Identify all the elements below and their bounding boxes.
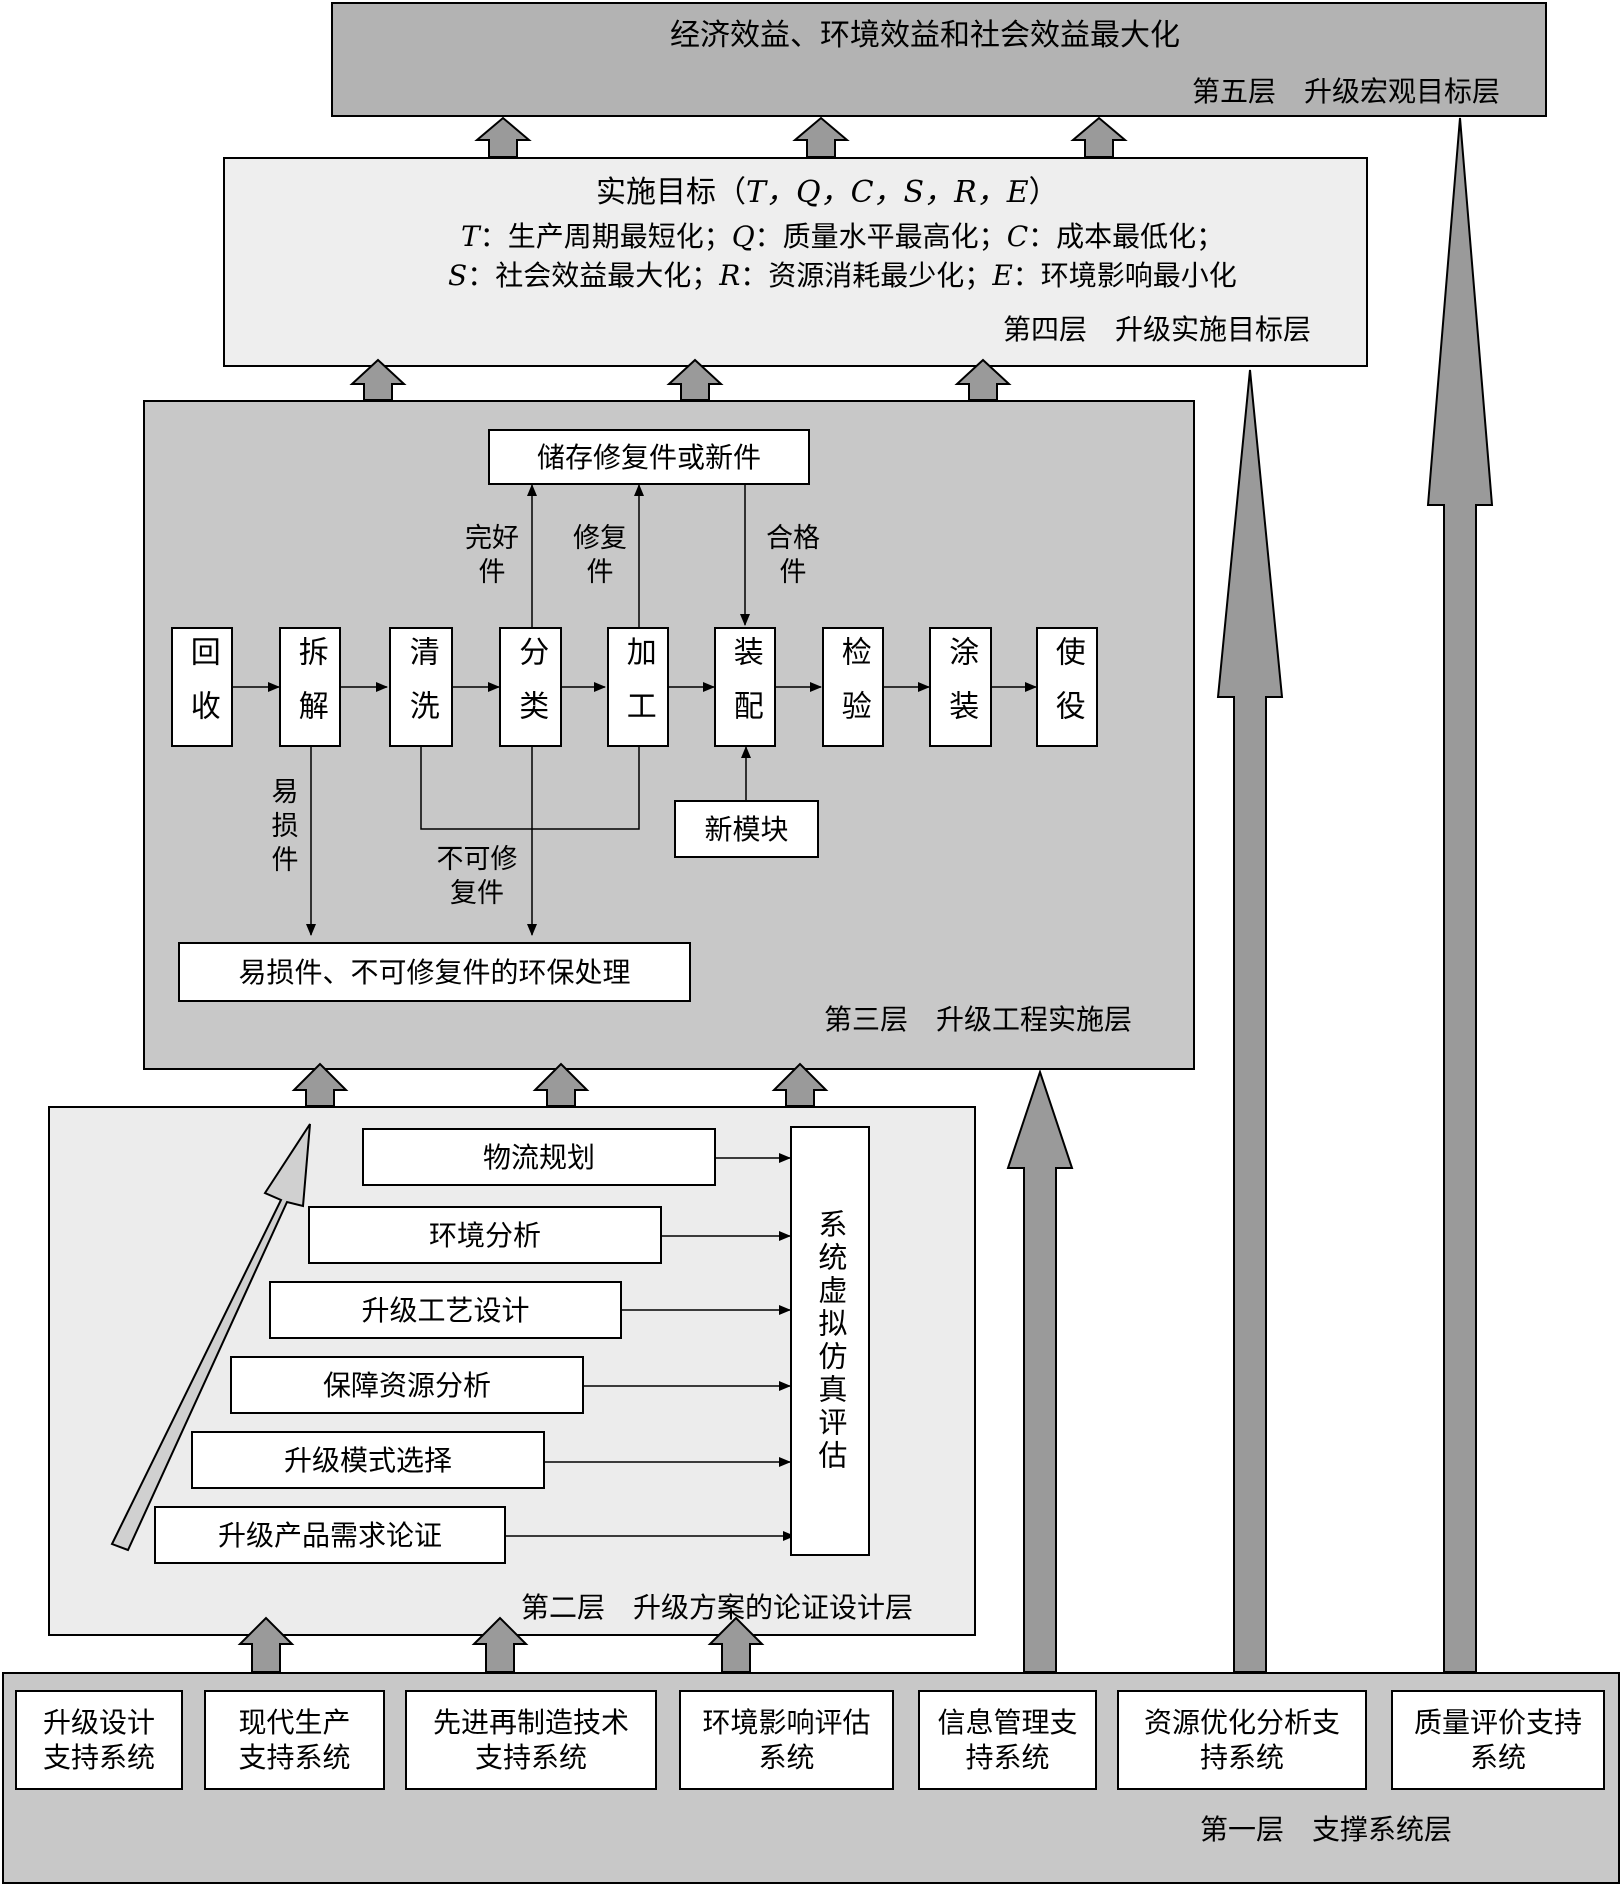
layer4-line1: T：生产周期最短化；Q：质量水平最高化；C：成本最低化； — [461, 215, 1224, 255]
var-r: R — [719, 259, 741, 292]
layer5-panel — [331, 2, 1547, 117]
var-s: S — [448, 259, 468, 292]
layer3-label: 第三层 升级工程实施层 — [824, 1003, 1133, 1036]
system-resource-optimization: 资源优化分析支持系统 — [1117, 1690, 1367, 1790]
layer4-label: 第四层 升级实施目标层 — [1003, 313, 1312, 346]
step-inspection: 检验 — [822, 627, 884, 747]
layer5-label: 第五层 升级宏观目标层 — [1192, 75, 1501, 108]
layer4-heading: 实施目标（T，Q，C，S，R，E） — [596, 167, 1059, 211]
layer4-panel — [223, 157, 1368, 367]
disposal-box: 易损件、不可修复件的环保处理 — [178, 942, 691, 1002]
step-coating: 涂装 — [929, 627, 992, 747]
item-mode-selection: 升级模式选择 — [191, 1431, 545, 1489]
def-c: ：成本最低化； — [1028, 220, 1225, 253]
storage-box: 储存修复件或新件 — [488, 429, 810, 485]
layer1-label: 第一层 支撑系统层 — [1200, 1813, 1453, 1846]
step-recovery: 回收 — [171, 627, 233, 747]
label-unrepairable: 不可修复件 — [436, 844, 518, 909]
def-s: ：社会效益最大化； — [467, 259, 720, 292]
new-module-box: 新模块 — [674, 800, 819, 858]
def-r: ：资源消耗最少化； — [740, 259, 993, 292]
layer5-goal: 经济效益、环境效益和社会效益最大化 — [670, 18, 1180, 53]
item-environment: 环境分析 — [308, 1206, 662, 1264]
system-environment-impact: 环境影响评估系统 — [679, 1690, 894, 1790]
heading-prefix: 实施目标（ — [596, 175, 746, 210]
evaluation-box: 系统虚拟仿真评估 — [790, 1126, 870, 1556]
heading-vars: T，Q，C，S，R，E — [746, 175, 1029, 210]
system-advanced-remanufacturing: 先进再制造技术支持系统 — [405, 1690, 657, 1790]
layer2-label: 第二层 升级方案的论证设计层 — [521, 1591, 914, 1624]
item-resource-analysis: 保障资源分析 — [230, 1356, 584, 1414]
system-modern-production: 现代生产支持系统 — [204, 1690, 385, 1790]
var-q: Q — [731, 220, 755, 253]
var-e: E — [992, 259, 1013, 292]
system-quality-evaluation: 质量评价支持系统 — [1391, 1690, 1605, 1790]
layer4-line2: S：社会效益最大化；R：资源消耗最少化；E：环境影响最小化 — [448, 254, 1237, 294]
system-information-management: 信息管理支持系统 — [918, 1690, 1097, 1790]
step-cleaning: 清洗 — [389, 627, 453, 747]
item-process-design: 升级工艺设计 — [269, 1281, 622, 1339]
step-sorting: 分类 — [499, 627, 562, 747]
item-demand-proof: 升级产品需求论证 — [154, 1506, 506, 1564]
def-t: ：生产周期最短化； — [479, 220, 732, 253]
label-intact: 完好件 — [465, 523, 519, 588]
def-e: ：环境影响最小化 — [1012, 259, 1237, 292]
system-upgrade-design: 升级设计支持系统 — [15, 1690, 183, 1790]
step-disassembly: 拆解 — [279, 627, 341, 747]
heading-suffix: ） — [1028, 175, 1059, 210]
item-logistics: 物流规划 — [362, 1128, 716, 1186]
label-wear-parts: 易损件 — [271, 777, 299, 876]
label-repaired: 修复件 — [573, 523, 627, 588]
step-service: 使役 — [1036, 627, 1098, 747]
var-t: T — [461, 220, 480, 253]
step-machining: 加工 — [607, 627, 669, 747]
step-assembly: 装配 — [714, 627, 776, 747]
def-q: ：质量水平最高化； — [754, 220, 1007, 253]
var-c: C — [1006, 220, 1029, 253]
label-qualified: 合格件 — [766, 523, 820, 588]
